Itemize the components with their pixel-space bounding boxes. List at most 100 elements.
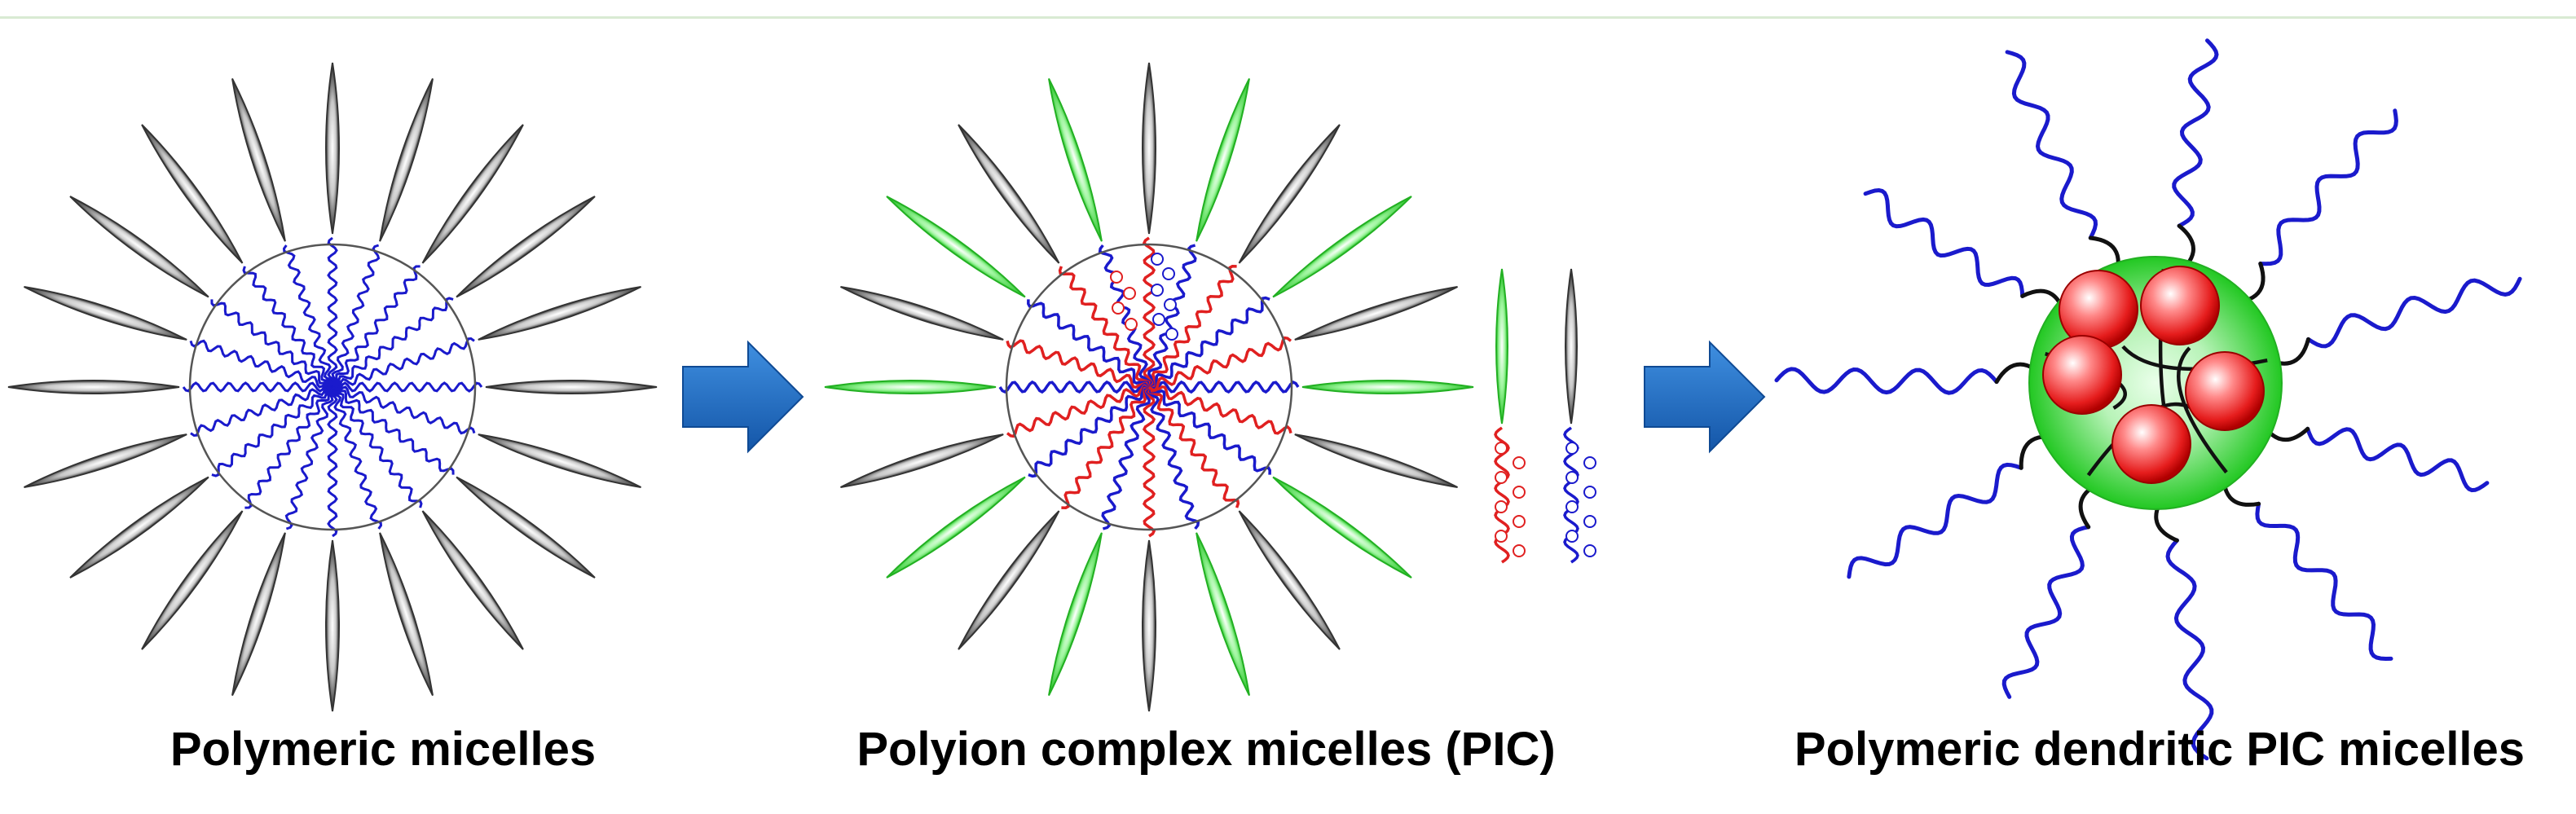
charge-marker xyxy=(1151,253,1164,266)
shell-block xyxy=(1238,124,1341,264)
core-chain xyxy=(182,381,334,393)
caption-polyion-complex-micelles: Polyion complex micelles (PIC) xyxy=(856,723,1556,776)
red-sphere xyxy=(2140,266,2220,345)
charge-marker xyxy=(1495,442,1508,455)
charge-marker xyxy=(1164,298,1177,311)
charge-marker xyxy=(1495,530,1508,543)
shell-block xyxy=(379,532,434,696)
shell-block xyxy=(7,380,180,394)
red-sphere xyxy=(2042,335,2122,415)
charge-marker xyxy=(1162,267,1175,280)
core-chain xyxy=(331,381,483,393)
core-chain xyxy=(1147,336,1292,392)
core-chain xyxy=(1006,382,1151,438)
shell-block xyxy=(231,78,286,242)
shell-block xyxy=(478,433,641,488)
core-chain xyxy=(1147,380,1300,394)
shell-block xyxy=(421,124,524,264)
shell-block xyxy=(456,476,596,579)
shell-block xyxy=(141,124,244,264)
core-chain xyxy=(1027,299,1151,388)
charge-marker xyxy=(1495,500,1508,513)
shell-block xyxy=(325,539,340,712)
shell-block-green xyxy=(824,380,997,394)
shell-block-green xyxy=(1048,78,1103,242)
red-sphere xyxy=(2185,351,2265,431)
peg-chain xyxy=(2258,108,2398,266)
charge-marker xyxy=(1110,271,1123,284)
core-chain xyxy=(1148,296,1270,390)
charge-marker xyxy=(1123,287,1136,300)
grey-block-unimer xyxy=(1565,268,1578,425)
core-chain xyxy=(328,386,383,530)
charge-marker xyxy=(1495,471,1508,484)
core-chain xyxy=(331,386,455,475)
peg-chain xyxy=(2306,276,2522,349)
shell-block xyxy=(24,286,187,341)
core-chain xyxy=(1146,386,1240,508)
shell-block xyxy=(379,78,434,242)
core-chain xyxy=(1142,385,1156,538)
charge-marker xyxy=(1513,486,1526,499)
core-chain xyxy=(189,339,334,389)
core-chain xyxy=(1148,265,1237,389)
shell-block xyxy=(456,196,596,298)
charge-marker xyxy=(1583,544,1596,557)
core-chain xyxy=(1147,385,1292,435)
charge-marker xyxy=(1583,515,1596,528)
peg-chain xyxy=(2005,50,2098,240)
core-chain xyxy=(327,236,338,389)
shell-block xyxy=(485,380,658,394)
shell-block xyxy=(840,433,1004,488)
charge-marker xyxy=(1565,530,1579,543)
shell-block-green xyxy=(1196,532,1250,696)
peg-chain xyxy=(2172,38,2219,228)
polymeric-micelle-illustration xyxy=(7,62,658,712)
charge-marker xyxy=(1152,313,1165,326)
shell-block xyxy=(958,124,1060,264)
dendritic-pic-micelle-illustration xyxy=(1774,38,2522,761)
shell-block xyxy=(840,286,1004,341)
core-chain xyxy=(244,385,333,509)
core-chain xyxy=(1058,266,1152,388)
shell-block-green xyxy=(1196,78,1250,242)
core-boundary xyxy=(188,243,477,531)
charge-marker xyxy=(1565,442,1579,455)
shell-block xyxy=(958,510,1060,650)
charge-marker xyxy=(1565,471,1579,484)
shell-block xyxy=(231,532,286,696)
shell-block xyxy=(1294,433,1458,488)
peg-chain xyxy=(1847,462,2023,579)
peg-chain xyxy=(1863,187,2025,298)
top-divider-line xyxy=(0,16,2576,19)
charge-marker xyxy=(1151,284,1164,297)
charge-marker xyxy=(1583,486,1596,499)
peg-chain xyxy=(2255,501,2393,662)
core-chain xyxy=(1142,236,1156,389)
shell-block-green xyxy=(1272,476,1412,579)
unimer-pair-illustration xyxy=(1494,268,1596,564)
shell-block xyxy=(1294,286,1458,341)
core-chain xyxy=(211,384,333,477)
dendritic-branch xyxy=(2177,346,2228,474)
peg-chain xyxy=(2001,525,2091,699)
shell-block-green xyxy=(1301,380,1474,394)
core-chain xyxy=(284,385,334,530)
shell-block xyxy=(1238,510,1341,650)
shell-block-green xyxy=(1048,532,1103,696)
core-chain xyxy=(329,386,423,508)
core-boundary xyxy=(1005,243,1293,531)
shell-block-green xyxy=(886,476,1026,579)
shell-block xyxy=(421,510,524,650)
shell-block xyxy=(24,433,187,488)
shell-block xyxy=(1142,539,1156,712)
charge-marker xyxy=(1165,328,1178,341)
core-chain xyxy=(1147,386,1271,475)
peg-chain xyxy=(2165,538,2214,761)
shell-block xyxy=(325,62,340,235)
core-chain xyxy=(1028,384,1150,478)
core-chain xyxy=(1144,385,1200,530)
charge-marker xyxy=(1513,544,1526,557)
red-sphere xyxy=(2111,404,2191,484)
core-chain xyxy=(282,244,337,388)
